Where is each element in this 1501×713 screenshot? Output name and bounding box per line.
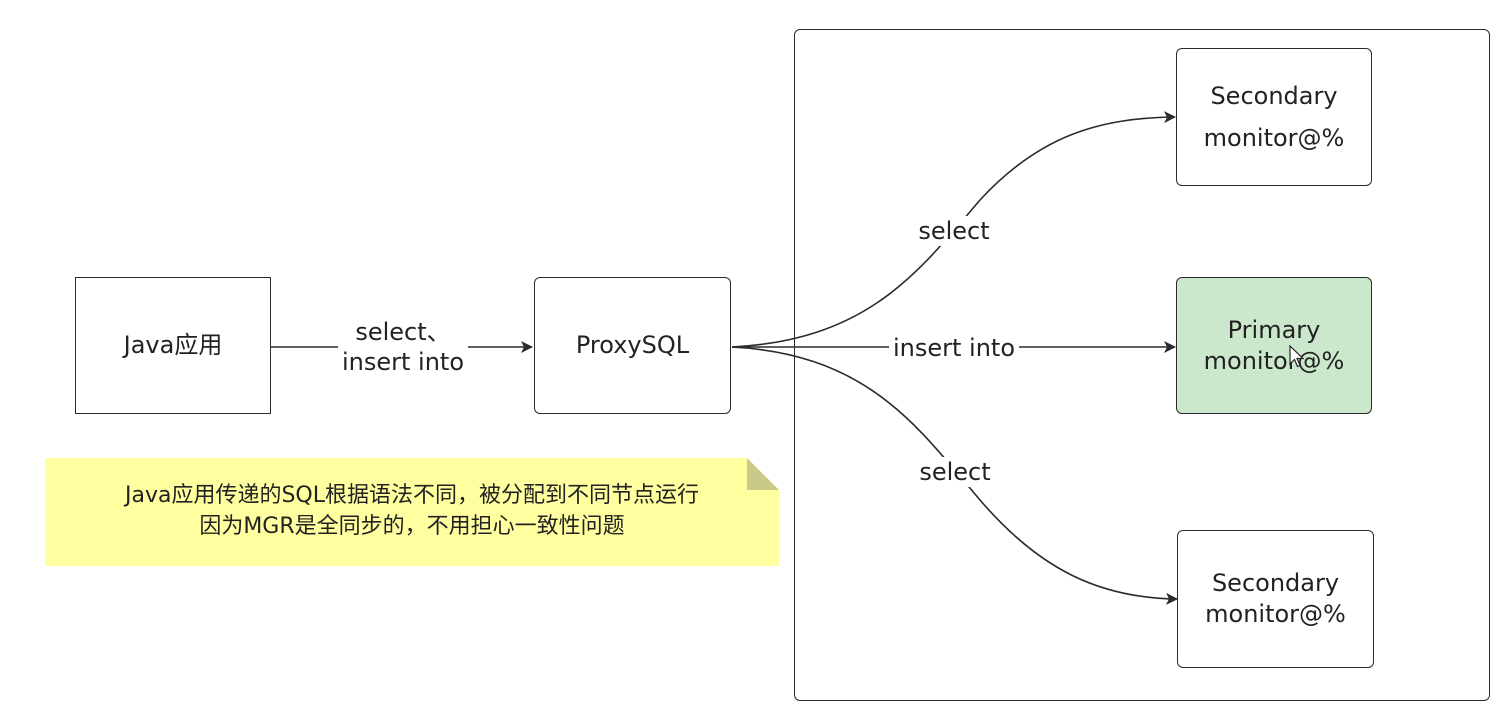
proxysql-node: ProxySQL	[534, 277, 731, 414]
mouse-pointer-icon	[1289, 345, 1305, 368]
secondary-bottom-role: Secondary	[1211, 569, 1340, 597]
secondary-top-role: Secondary	[1210, 81, 1338, 110]
edge-label-insert-into: insert into	[889, 333, 1019, 363]
secondary-node-bottom: Secondary monitor@%	[1177, 530, 1374, 668]
primary-node: Primary monitor@%	[1176, 277, 1372, 414]
java-app-node: Java应用	[75, 277, 271, 414]
java-app-label: Java应用	[123, 331, 223, 359]
sticky-note-line2: 因为MGR是全同步的，不用担心一致性问题	[199, 514, 625, 539]
proxysql-label: ProxySQL	[575, 331, 690, 359]
mgr-cluster-container	[794, 29, 1490, 701]
secondary-node-top: Secondary monitor@%	[1176, 48, 1372, 186]
secondary-top-user: monitor@%	[1203, 123, 1345, 152]
primary-user: monitor@%	[1203, 346, 1345, 375]
edge-proxy-to-secondary-bottom	[731, 346, 1178, 605]
sticky-note	[45, 458, 779, 566]
edge-label-app-to-proxy-line1: select、	[355, 318, 451, 346]
edge-label-select-bottom: select	[917, 457, 993, 487]
sticky-note-line1: Java应用传递的SQL根据语法不同，被分配到不同节点运行	[124, 483, 699, 508]
primary-role: Primary	[1227, 315, 1321, 344]
sticky-note-text: Java应用传递的SQL根据语法不同，被分配到不同节点运行 因为MGR是全同步的…	[45, 480, 779, 542]
edge-label-select-top: select	[916, 216, 992, 246]
edge-label-app-to-proxy: select、 insert into	[338, 317, 468, 377]
secondary-bottom-user: monitor@%	[1205, 600, 1346, 628]
edge-label-app-to-proxy-line2: insert into	[341, 348, 465, 376]
edge-proxy-to-secondary-top	[731, 111, 1176, 348]
